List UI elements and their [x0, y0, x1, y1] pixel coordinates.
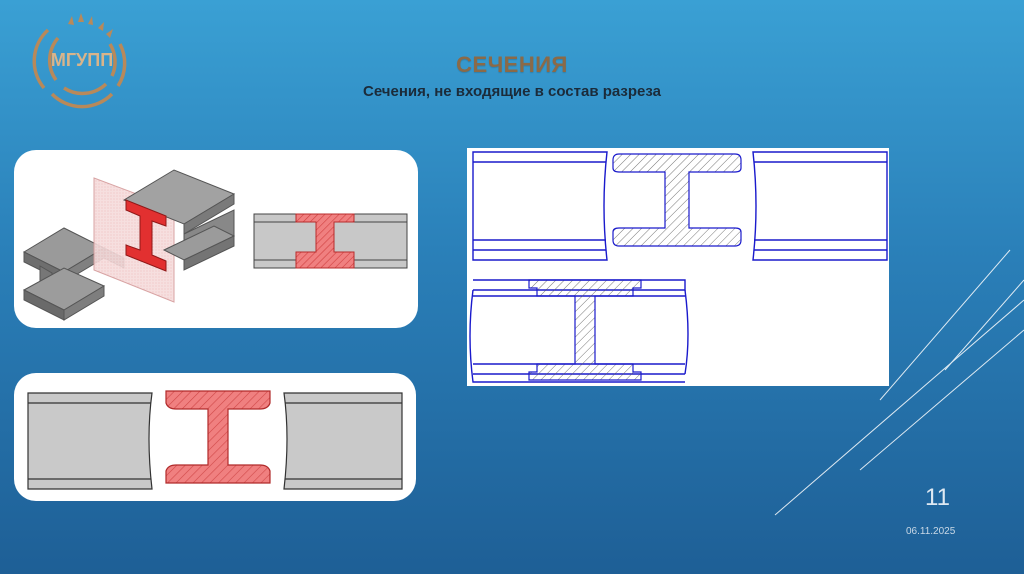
- logo-text: МГУПП: [51, 50, 113, 70]
- mgupp-logo: МГУПП: [32, 13, 127, 109]
- i-beam-section-red-small: [253, 213, 408, 269]
- i-beam-section-red-large: [27, 390, 403, 490]
- beam-left-piece: [22, 227, 125, 321]
- slide-subtitle: Сечения, не входящие в состав разреза: [363, 83, 661, 100]
- large-section-card: [14, 373, 416, 501]
- slide-title: СЕЧЕНИЯ: [456, 52, 568, 77]
- i-beam-section-drawing: [467, 148, 889, 386]
- i-beam-isometric-figure: [22, 169, 408, 321]
- red-section-isometric: [125, 199, 167, 272]
- isometric-section-card: [14, 150, 418, 328]
- slide-date: 06.11.2025: [906, 526, 956, 537]
- page-number: 11: [925, 484, 950, 511]
